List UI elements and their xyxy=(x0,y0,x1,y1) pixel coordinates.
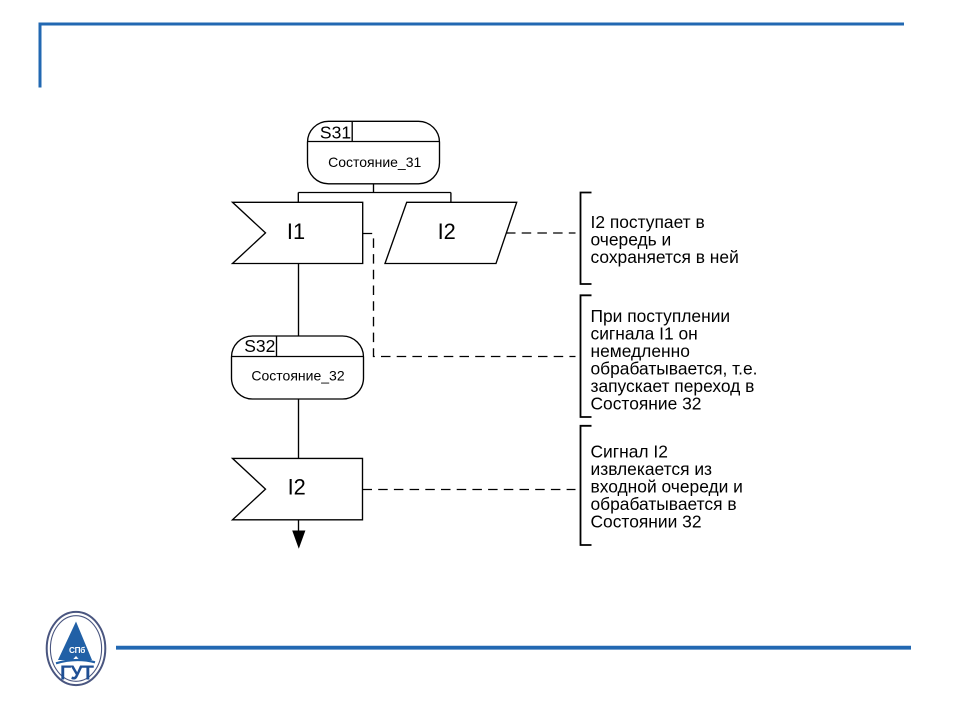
svg-text:запускает переход в: запускает переход в xyxy=(591,376,755,396)
svg-text:сигнала I1 он: сигнала I1 он xyxy=(591,324,698,344)
svg-text:Состояние 32: Состояние 32 xyxy=(591,394,702,414)
svg-text:Состояние_31: Состояние_31 xyxy=(328,154,421,170)
svg-text:сохраняется в ней: сохраняется в ней xyxy=(591,247,739,267)
svg-text:обрабатывается, т.е.: обрабатывается, т.е. xyxy=(591,359,758,379)
svg-text:обрабатывается в: обрабатывается в xyxy=(591,494,737,514)
svg-text:При поступлении: При поступлении xyxy=(591,306,731,326)
svg-text:I2: I2 xyxy=(438,219,456,244)
svg-text:Состояние_32: Состояние_32 xyxy=(251,368,344,384)
svg-text:Состоянии 32: Состоянии 32 xyxy=(591,512,702,532)
svg-text:S31: S31 xyxy=(320,123,351,143)
svg-text:I1: I1 xyxy=(287,219,305,244)
svg-text:I2 поступает в: I2 поступает в xyxy=(591,212,705,232)
svg-text:немедленно: немедленно xyxy=(591,341,690,361)
svg-text:Сигнал I2: Сигнал I2 xyxy=(591,442,668,462)
svg-text:I2: I2 xyxy=(288,475,306,500)
svg-text:входной очереди и: входной очереди и xyxy=(591,477,743,497)
svg-text:извлекается из: извлекается из xyxy=(591,459,713,479)
svg-text:очередь и: очередь и xyxy=(591,230,672,250)
svg-text:ГУТ: ГУТ xyxy=(60,663,94,685)
svg-text:СПб: СПб xyxy=(69,645,85,655)
svg-text:S32: S32 xyxy=(244,336,275,356)
